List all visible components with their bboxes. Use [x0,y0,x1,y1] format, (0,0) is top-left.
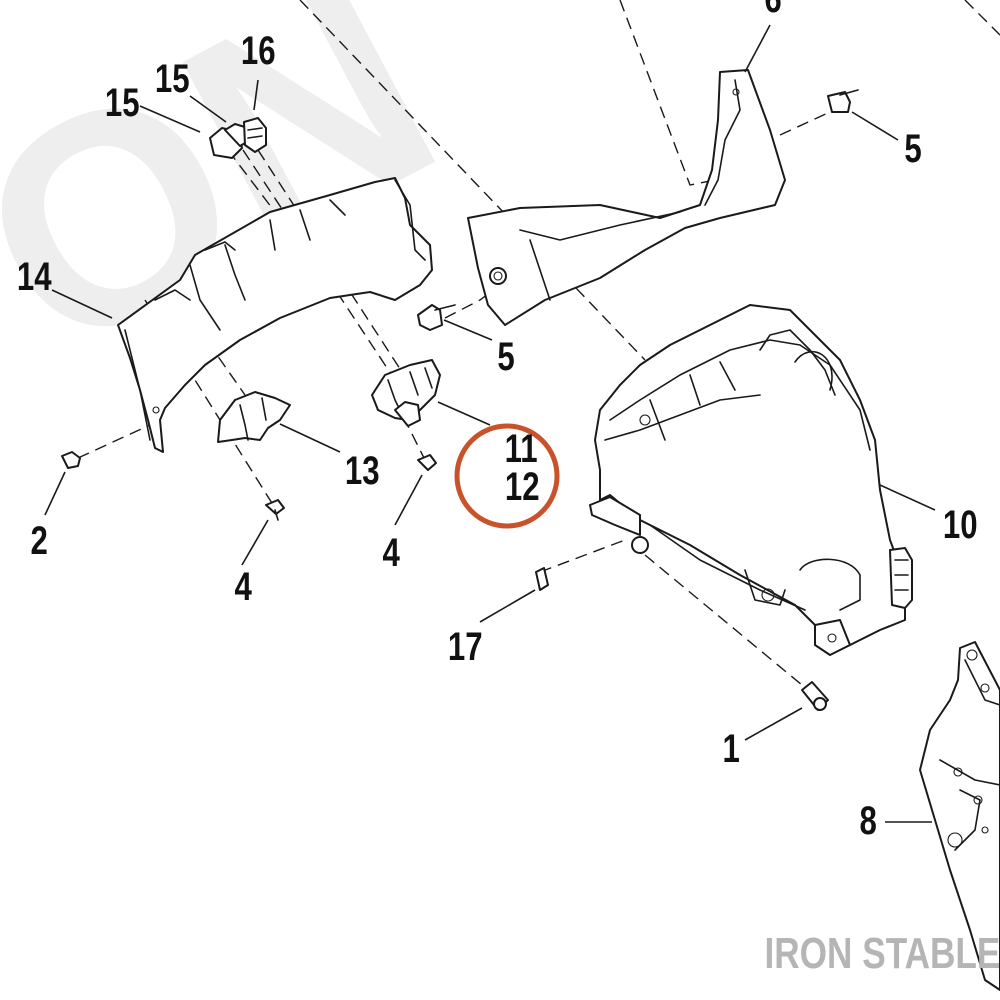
callout-17: 17 [448,624,483,669]
callout-labels: 6 5 5 16 15 15 14 13 11 12 10 2 4 4 17 1… [17,0,978,843]
callout-11: 11 [505,426,538,471]
callout-2: 2 [30,518,47,563]
housing-part-10 [589,304,913,656]
callout-5: 5 [497,334,514,379]
part-4-screws [265,454,437,521]
cover-part-14 [117,177,433,453]
bracket-part-8 [919,641,1000,991]
callout-15: 15 [155,56,190,101]
bracket-part-6 [467,69,786,326]
part-16-connector [243,117,267,153]
part-1-bolt [801,681,829,711]
callout-8: 8 [859,798,876,843]
callout-15: 15 [105,80,140,125]
callout-10: 10 [943,502,978,547]
callout-4: 4 [234,564,251,609]
part-2-screw [61,451,81,469]
leader-lines [44,24,936,823]
highlight-circle [454,423,560,529]
callout-6: 6 [764,0,781,21]
callout-12: 12 [505,464,540,509]
part-11-12-switch [371,359,441,427]
callout-14: 14 [17,254,52,299]
callout-13: 13 [345,448,380,493]
callout-1: 1 [722,726,739,771]
part-17-clip [535,567,549,591]
part-15-connectors [209,123,251,159]
part-5-studs [417,89,859,331]
watermark-logo: IRON STABLE [764,929,1000,978]
callout-16: 16 [241,28,276,73]
callout-5: 5 [904,126,921,171]
callout-4: 4 [382,530,399,575]
part-13-bracket [217,391,291,443]
